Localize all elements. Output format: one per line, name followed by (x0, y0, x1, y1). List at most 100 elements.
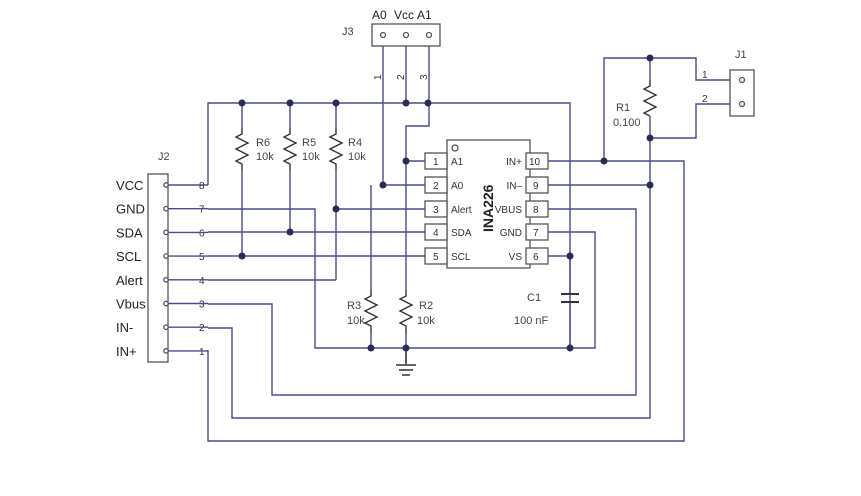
j2-pin-hole (163, 253, 169, 259)
ic-left-pin-name: A1 (451, 157, 464, 168)
j2-pin-hole (163, 276, 169, 283)
j1-pin2-wire (650, 103, 730, 139)
ic-right-pin-number: 6 (533, 252, 539, 263)
r2-value: 10k (417, 315, 435, 327)
ic-right-pin-name: VS (509, 252, 523, 263)
j2-pin-number: 8 (199, 181, 205, 192)
junction-dot (367, 344, 375, 352)
ic-left-pin-name: Alert (451, 205, 472, 216)
capacitor-c1: C1 100 nF (514, 292, 579, 327)
r1-value: 0.100 (613, 117, 641, 129)
j2-pin-number: 7 (199, 205, 205, 216)
j2-pin-number: 6 (199, 228, 205, 239)
ic-pin-box (424, 176, 448, 194)
resistor-r6: R6 10k (234, 128, 274, 170)
ic-left-pin-name: A0 (451, 181, 464, 192)
c1-value: 100 nF (514, 315, 549, 327)
junction-dot (402, 157, 410, 165)
r2-ref: R2 (419, 300, 433, 312)
j2-signal-label: Vbus (116, 297, 146, 312)
resistor-r5: R5 10k (282, 128, 320, 170)
j2-signal-label: IN+ (116, 344, 137, 359)
junction-dot (646, 134, 654, 142)
j1-ref: J1 (735, 49, 747, 61)
vbus-wire (208, 208, 637, 396)
junction-dot (332, 205, 340, 213)
j3-label: A1 (417, 8, 432, 22)
resistor-r3: R3 10k (347, 290, 379, 334)
r6-ref: R6 (256, 137, 270, 149)
j3-pin-hole (402, 31, 410, 39)
ic-left-pin-number: 4 (433, 228, 439, 239)
j2-pin-hole (163, 324, 169, 331)
ic-left-pin-name: SCL (451, 252, 471, 263)
in-plus-wire (207, 160, 685, 442)
ic-right-pin-number: 7 (533, 228, 539, 239)
j1-pin1-wire (650, 57, 730, 81)
j3-pin-hole (425, 31, 433, 39)
j3-pin-hole (379, 31, 387, 39)
j2-signal-label: SDA (116, 225, 143, 240)
j2-pin-number: 2 (199, 323, 205, 334)
vcc-rail (207, 102, 571, 348)
gnd-wire (208, 208, 596, 349)
junction-dot (566, 344, 574, 352)
ic-name: INA226 (480, 184, 496, 232)
resistor-r2: R2 10k (398, 290, 435, 334)
j2-signal-label: Alert (116, 273, 143, 288)
j2-pin-number: 5 (199, 252, 205, 263)
ground-symbol (396, 348, 416, 376)
junction-dot (566, 252, 574, 260)
junction-dot (379, 181, 387, 189)
ic-pin-box (525, 152, 549, 170)
ic-pin1-marker (451, 144, 459, 152)
j3-pin-number: 2 (396, 74, 407, 80)
ic-right-pin-number: 9 (533, 181, 539, 192)
junction-dot (402, 99, 410, 107)
ic-pin-box (525, 223, 549, 241)
junctions (238, 54, 654, 352)
ic-pin-box (525, 247, 549, 265)
ic-pin-box (525, 176, 549, 194)
r3-ref: R3 (347, 300, 361, 312)
r1-ref: R1 (616, 102, 630, 114)
j2-pin-hole (163, 300, 169, 307)
ic-left-pin-number: 5 (433, 252, 439, 263)
ic-pin-box (525, 200, 549, 218)
j3-label: Vcc (394, 8, 414, 22)
j2-pin-hole (163, 182, 169, 188)
junction-dot (424, 99, 432, 107)
j2-body (147, 173, 169, 363)
j2-pin-hole (163, 205, 169, 212)
j2-pin-hole (163, 229, 169, 236)
junction-dot (286, 228, 294, 236)
j1-pin-hole (738, 76, 746, 84)
j3-pin-number: 1 (373, 74, 384, 80)
junction-dot (238, 99, 246, 107)
resistor-r1: R1 0.100 (613, 80, 658, 129)
junction-dot (286, 99, 294, 107)
j3-pin3-wire (405, 44, 430, 162)
ic-right-pin-name: IN– (506, 181, 522, 192)
r6-value: 10k (256, 151, 274, 163)
wires (207, 44, 730, 442)
connector-j1: J1 1 2 (702, 49, 755, 117)
alert-wire (208, 208, 425, 281)
r5-value: 10k (302, 151, 320, 163)
c1-wire (548, 255, 571, 348)
j2-pin-number: 3 (199, 300, 205, 311)
ic-right-pin-name: IN+ (506, 157, 522, 168)
j2-pin-number: 1 (199, 347, 205, 358)
junction-dot (646, 54, 654, 62)
j3-label: A0 (372, 8, 387, 22)
r4-value: 10k (348, 151, 366, 163)
in-minus-wire (208, 185, 651, 419)
j2-pin-hole (163, 348, 169, 354)
junction-dot (332, 99, 340, 107)
j2-signal-label: GND (116, 202, 145, 217)
j2-pin-number: 4 (199, 276, 205, 287)
j3-pin-number: 3 (419, 74, 430, 80)
